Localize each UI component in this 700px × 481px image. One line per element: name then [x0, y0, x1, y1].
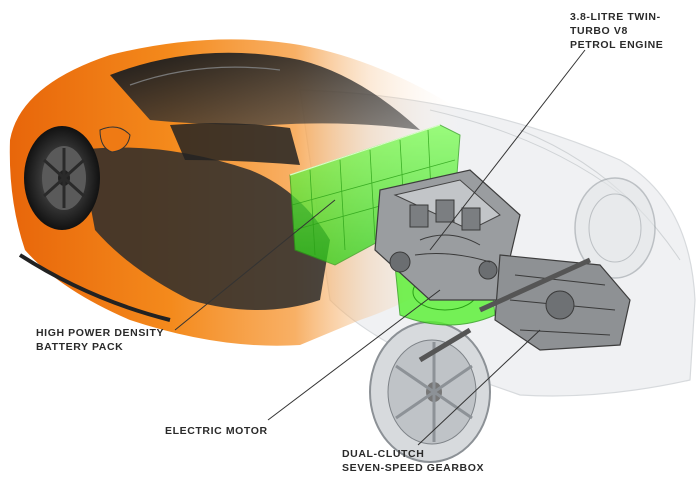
leader-lines — [174, 49, 586, 446]
far-rear-wheel — [574, 177, 656, 279]
v8-engine — [374, 169, 521, 301]
front-wheel — [24, 126, 100, 230]
gearbox — [418, 254, 631, 363]
label-gearbox: DUAL-CLUTCH SEVEN-SPEED GEARBOX — [342, 448, 485, 474]
label-engine: 3.8-LITRE TWIN- TURBO V8 PETROL ENGINE — [570, 11, 664, 51]
rear-wheel — [369, 321, 491, 463]
orange-car-body — [9, 39, 471, 346]
label-battery-pack: HIGH POWER DENSITY BATTERY PACK — [36, 327, 165, 353]
label-electric-motor: ELECTRIC MOTOR — [165, 425, 268, 437]
